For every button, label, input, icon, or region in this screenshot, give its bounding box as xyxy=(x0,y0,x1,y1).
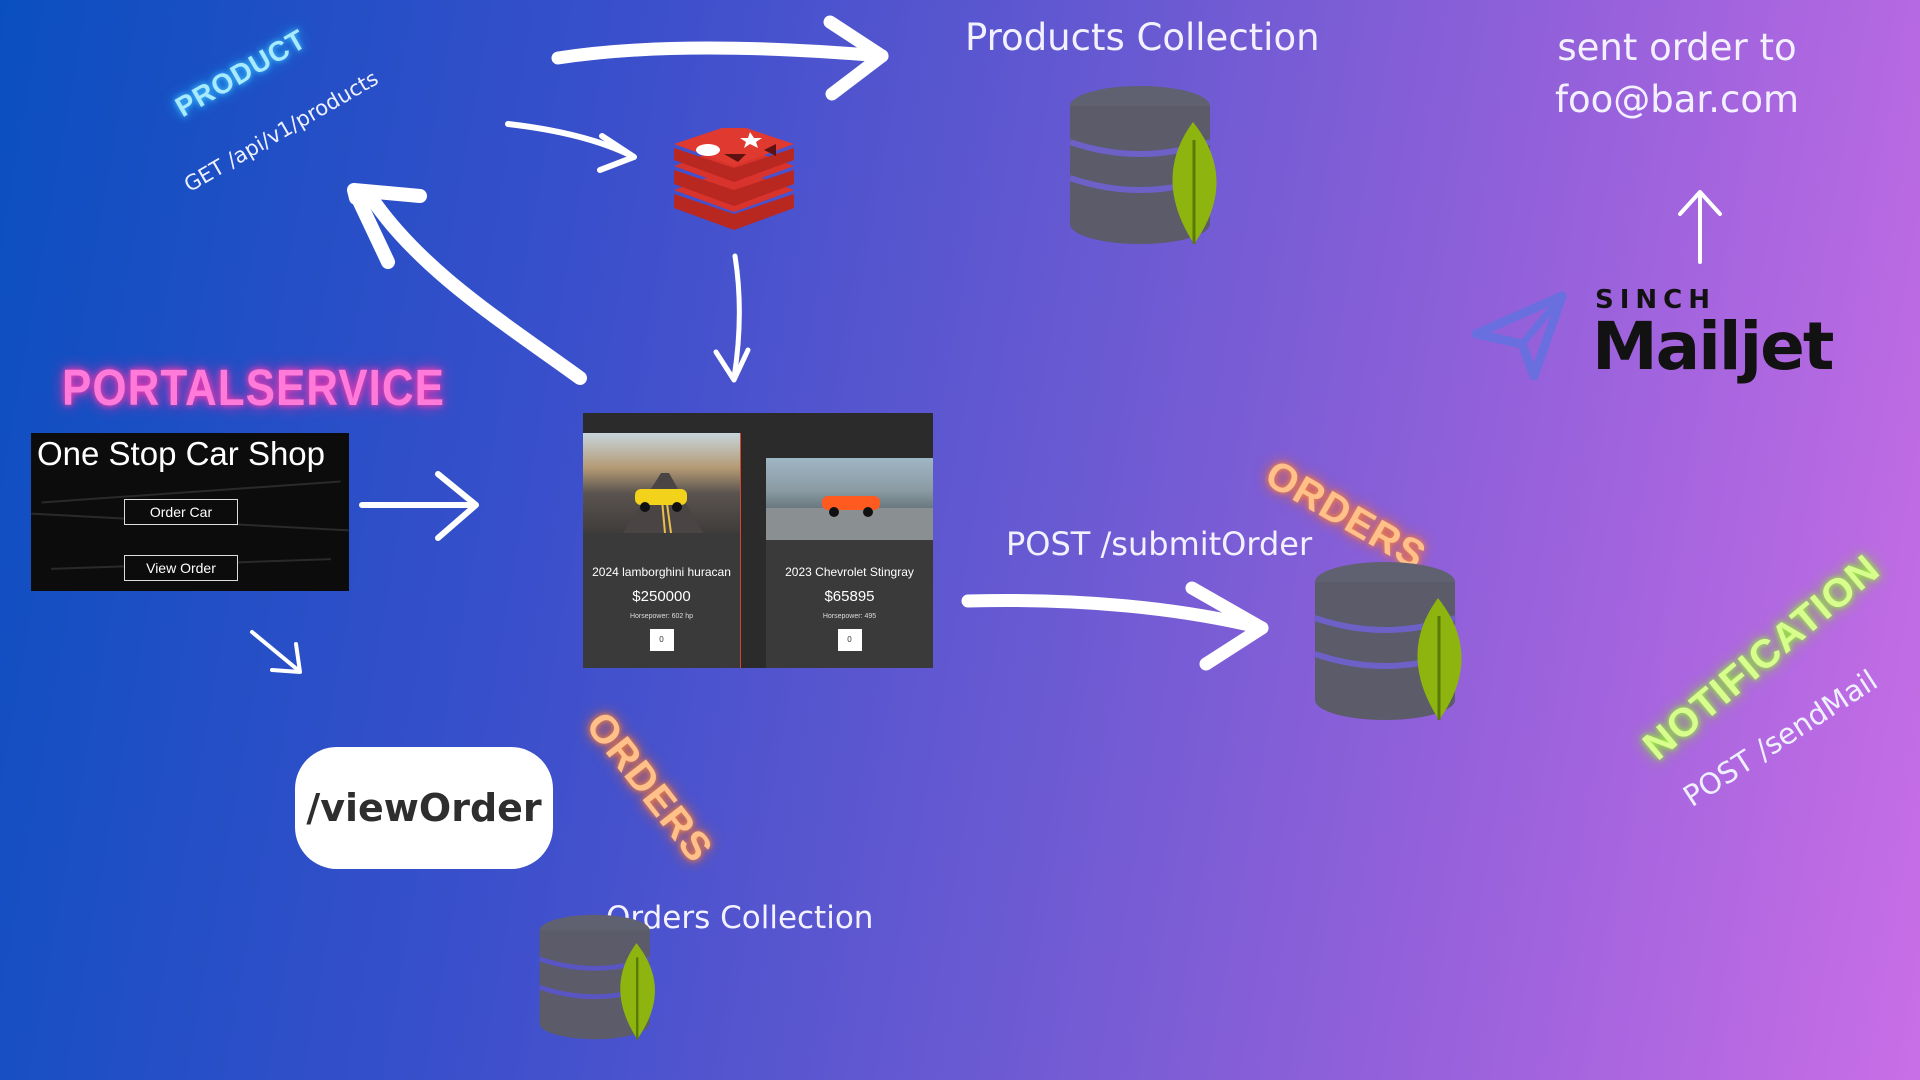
view-order-button[interactable]: View Order xyxy=(124,555,238,581)
order-car-button[interactable]: Order Car xyxy=(124,499,238,525)
portal-title: One Stop Car Shop xyxy=(37,435,326,472)
product-name: 2023 Chevrolet Stingray xyxy=(785,565,914,579)
mongodb-icon-products xyxy=(1069,86,1217,244)
portal-service-label: PORTALSERVICE xyxy=(62,360,445,417)
product-card: 2024 lamborghini huracan $250000 Horsepo… xyxy=(583,433,741,668)
product-horsepower: Horsepower: 495 xyxy=(822,613,877,620)
arrow-to-products xyxy=(551,41,889,65)
arrow-portal-to-vieworder xyxy=(250,630,300,672)
send-icon xyxy=(1471,291,1567,380)
redis-icon xyxy=(674,128,794,230)
submit-order-label: POST /submitOrder xyxy=(1006,525,1313,563)
mongodb-icon-orders-collection xyxy=(538,914,655,1040)
arrow-redis-to-listing xyxy=(731,253,742,381)
quantity-input[interactable]: 0 xyxy=(649,629,674,651)
orders-collection-label: Orders Collection xyxy=(606,900,874,936)
arrow-to-redis-head xyxy=(597,133,637,173)
arrow-portal-to-vieworder-head xyxy=(270,642,302,674)
arrow-redis-to-listing-head xyxy=(713,347,751,383)
car-photo xyxy=(583,433,740,534)
product-price: $65895 xyxy=(824,588,875,605)
product-name: 2024 lamborghini huracan xyxy=(592,565,731,579)
arrow-mailjet-up-head xyxy=(1678,190,1722,216)
car-photo xyxy=(766,458,933,540)
mongodb-icon-orders xyxy=(1314,562,1462,720)
quantity-input[interactable]: 0 xyxy=(837,629,862,651)
product-listing-screenshot: 2024 lamborghini huracan $250000 Horsepo… xyxy=(583,413,933,668)
portal-screenshot: One Stop Car Shop Order Car View Order xyxy=(31,433,349,591)
product-horsepower: Horsepower: 602 hp xyxy=(629,613,694,620)
arrow-submit-order xyxy=(961,593,1269,635)
arrow-portal-to-listing-head xyxy=(435,471,479,541)
sent-order-line1: sent order to xyxy=(1557,26,1797,69)
mailjet-brand-top: SINCH xyxy=(1595,285,1716,315)
view-order-pill: /viewOrder xyxy=(295,747,553,869)
mailjet-brand-name: Mailjet xyxy=(1592,308,1834,385)
sent-order-line2: foo@bar.com xyxy=(1554,78,1800,121)
products-collection-label: Products Collection xyxy=(965,16,1320,59)
arrow-to-product-service-head xyxy=(347,183,427,269)
product-price: $250000 xyxy=(632,588,691,605)
product-card: 2023 Chevrolet Stingray $65895 Horsepowe… xyxy=(766,458,933,668)
arrow-submit-order-head xyxy=(1185,581,1269,671)
arrow-to-products-head xyxy=(823,15,889,101)
arrow-to-product-service xyxy=(363,189,587,385)
